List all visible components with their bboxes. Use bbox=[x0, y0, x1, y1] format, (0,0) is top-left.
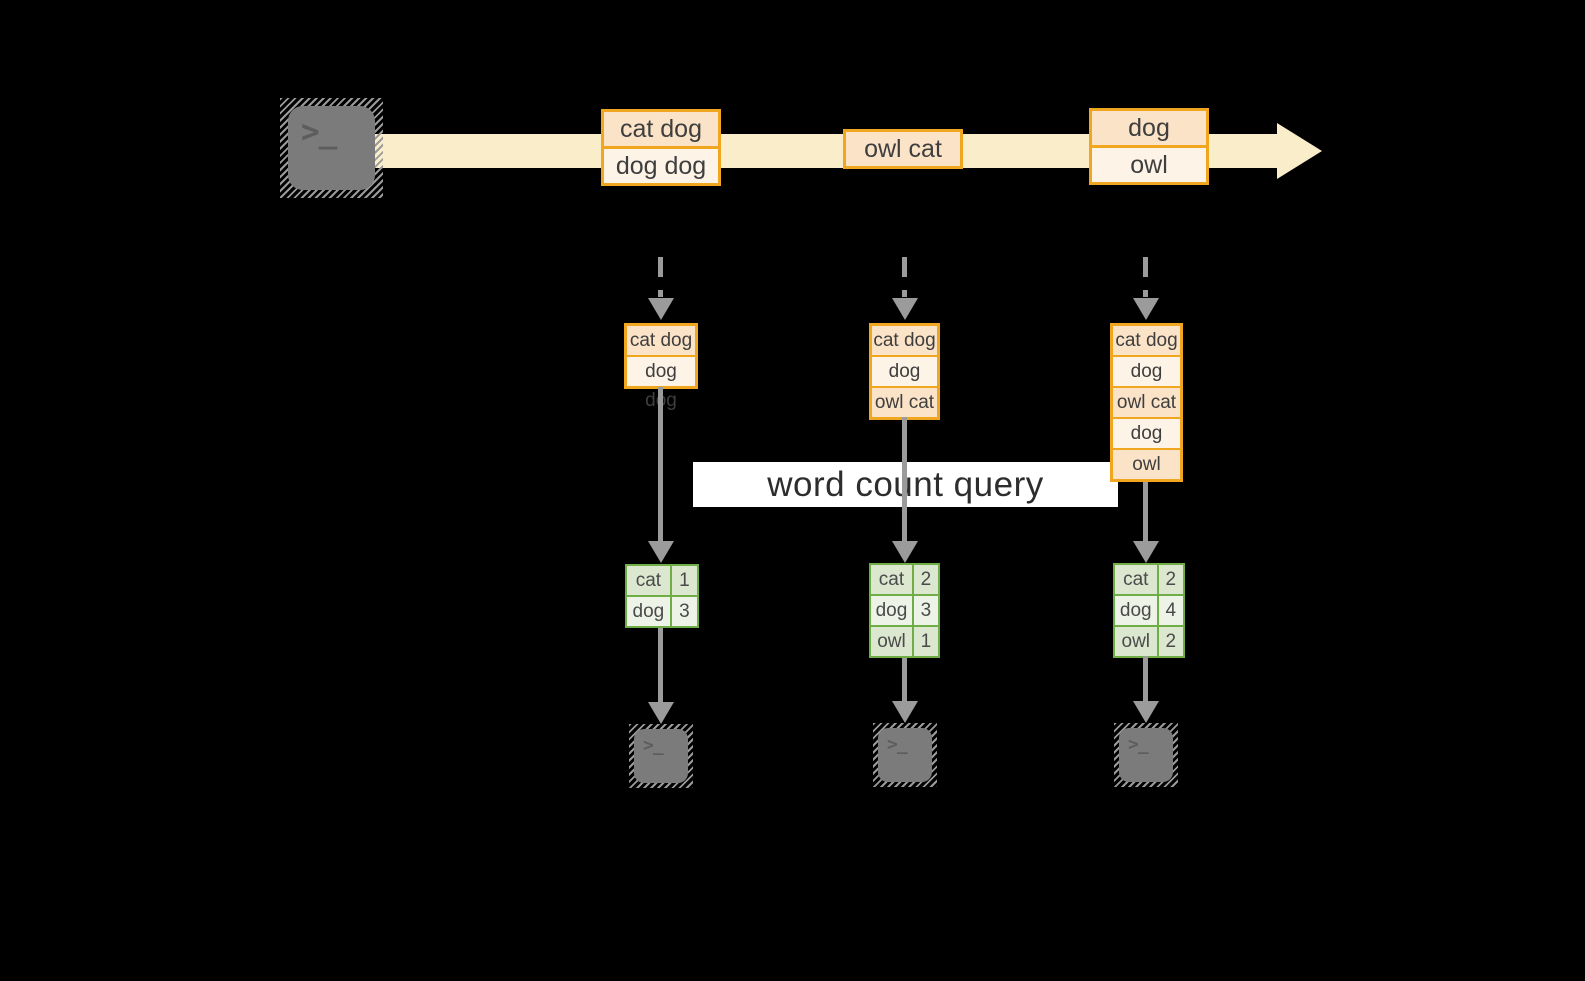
dashed-arrow bbox=[658, 257, 663, 297]
arrowhead-icon bbox=[892, 541, 918, 563]
state-cell: dog dog bbox=[627, 357, 695, 411]
word-cell: cat bbox=[871, 565, 912, 594]
count-row: cat 2 bbox=[871, 565, 938, 594]
count-row: owl 1 bbox=[871, 627, 938, 656]
state-cell: cat dog bbox=[872, 326, 937, 355]
dashed-arrow bbox=[902, 257, 907, 297]
source-terminal-icon: >_ bbox=[280, 98, 383, 198]
terminal-screen: >_ bbox=[634, 729, 688, 783]
arrowhead-icon bbox=[892, 298, 918, 320]
arrowhead-icon bbox=[1133, 701, 1159, 723]
count-row: dog 3 bbox=[871, 596, 938, 625]
count-cell: 3 bbox=[913, 596, 938, 625]
arrowhead-icon bbox=[1133, 298, 1159, 320]
stream-record-cell: owl cat bbox=[846, 132, 960, 166]
count-row: cat 2 bbox=[1115, 565, 1183, 594]
count-row: cat 1 bbox=[627, 566, 697, 595]
stream-record-box: owl cat bbox=[843, 129, 963, 169]
terminal-prompt-glyph: >_ bbox=[1128, 734, 1149, 755]
state-cell: dog dog bbox=[1113, 357, 1180, 411]
arrowhead-icon bbox=[892, 701, 918, 723]
down-arrow bbox=[1143, 482, 1148, 544]
down-arrow bbox=[1143, 656, 1148, 703]
state-cell: owl bbox=[1113, 450, 1180, 479]
state-stack: cat dog dog dog bbox=[624, 323, 698, 411]
down-arrow bbox=[658, 387, 663, 544]
count-cell: 2 bbox=[1158, 565, 1183, 594]
terminal-screen: >_ bbox=[1119, 728, 1173, 782]
state-cell: dog dog bbox=[872, 357, 937, 411]
stream-arrowhead-icon bbox=[1277, 123, 1322, 179]
state-cell: cat dog bbox=[1113, 326, 1180, 355]
arrowhead-icon bbox=[1133, 541, 1159, 563]
sink-terminal-icon: >_ bbox=[873, 723, 937, 787]
sink-terminal-icon: >_ bbox=[629, 724, 693, 788]
terminal-screen: >_ bbox=[878, 728, 932, 782]
count-cell: 2 bbox=[1158, 627, 1183, 656]
count-table: cat 2 dog 3 owl 1 bbox=[869, 563, 940, 658]
count-cell: 1 bbox=[913, 627, 938, 656]
sink-terminal-icon: >_ bbox=[1114, 723, 1178, 787]
arrowhead-icon bbox=[648, 298, 674, 320]
count-table: cat 2 dog 4 owl 2 bbox=[1113, 563, 1185, 658]
state-cell: dog bbox=[1113, 419, 1180, 448]
state-stack: cat dog dog dog owl cat dog owl bbox=[1110, 323, 1183, 482]
count-table: cat 1 dog 3 bbox=[625, 564, 699, 628]
count-cell: 3 bbox=[671, 597, 697, 626]
word-cell: owl bbox=[1115, 627, 1157, 656]
count-cell: 1 bbox=[671, 566, 697, 595]
stream-record-box: dog owl bbox=[1089, 108, 1209, 185]
stream-record-cell: cat dog bbox=[604, 112, 718, 146]
word-cell: cat bbox=[627, 566, 670, 595]
arrowhead-icon bbox=[648, 541, 674, 563]
state-cell: owl cat bbox=[1113, 388, 1180, 417]
dashed-arrow bbox=[1143, 257, 1148, 297]
count-cell: 2 bbox=[913, 565, 938, 594]
down-arrow bbox=[658, 628, 663, 704]
arrowhead-icon bbox=[648, 702, 674, 724]
stream-record-cell: dog dog bbox=[604, 149, 718, 183]
terminal-prompt-glyph: >_ bbox=[887, 734, 908, 755]
count-row: dog 3 bbox=[627, 597, 697, 626]
state-cell: owl cat bbox=[872, 388, 937, 417]
terminal-prompt-glyph: >_ bbox=[643, 735, 664, 756]
stream-record-cell: dog bbox=[1092, 111, 1206, 145]
word-cell: dog bbox=[627, 597, 670, 626]
count-row: owl 2 bbox=[1115, 627, 1183, 656]
word-cell: dog bbox=[871, 596, 912, 625]
count-cell: 4 bbox=[1158, 596, 1183, 625]
state-cell: cat dog bbox=[627, 326, 695, 355]
terminal-screen: >_ bbox=[288, 106, 375, 190]
terminal-prompt-glyph: >_ bbox=[301, 114, 337, 150]
stream-record-cell: owl bbox=[1092, 148, 1206, 182]
state-stack: cat dog dog dog owl cat bbox=[869, 323, 940, 420]
down-arrow bbox=[902, 417, 907, 544]
down-arrow bbox=[902, 658, 907, 703]
stream-record-box: cat dog dog dog bbox=[601, 109, 721, 186]
word-cell: cat bbox=[1115, 565, 1157, 594]
word-cell: dog bbox=[1115, 596, 1157, 625]
count-row: dog 4 bbox=[1115, 596, 1183, 625]
word-cell: owl bbox=[871, 627, 912, 656]
